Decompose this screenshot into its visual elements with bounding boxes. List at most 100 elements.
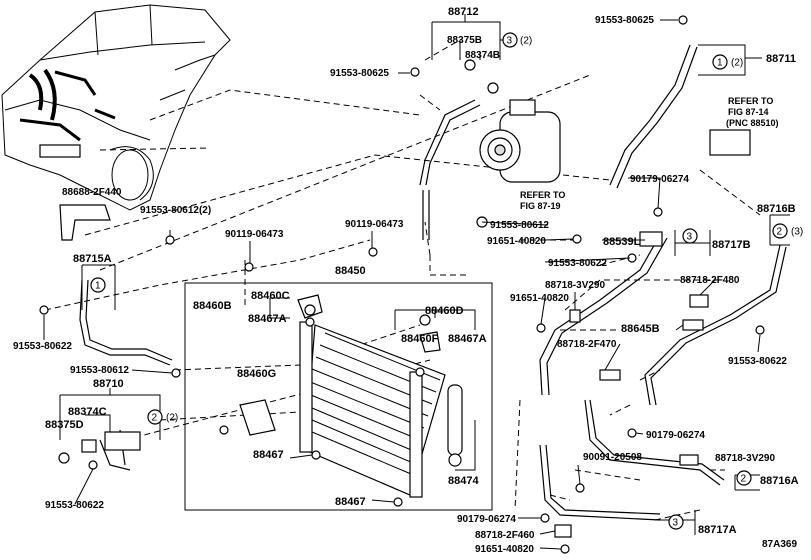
label-90119-06473-left: 90119-06473	[225, 229, 284, 240]
label-91553-80625-top: 91553-80625	[595, 15, 654, 26]
label-88716a: 88716A	[760, 475, 799, 487]
label-91651-40820-bottom: 91651-40820	[475, 544, 534, 555]
label-91553-80622-left: 91553-80622	[13, 341, 72, 352]
fasteners	[39, 15, 765, 554]
label-88460f: 88460F	[401, 333, 439, 345]
block-88539l	[639, 231, 663, 247]
label-88718-2f480: 88718-2F480	[680, 275, 740, 286]
callout-2-88710-text: 2	[152, 413, 158, 424]
ref-fig-87-19-line2: FIG 87-19	[520, 201, 561, 211]
evaporator-pipe-block	[709, 129, 751, 156]
label-90179-06274-bottom: 90179-06274	[457, 514, 516, 525]
label-leaders	[43, 19, 761, 550]
clamp-88718-3v290-top	[569, 309, 581, 323]
ref-fig-87-14-line1: REFER TO	[728, 96, 773, 106]
callout-2-88710-qty: (2)	[166, 413, 178, 424]
label-88712: 88712	[448, 6, 479, 18]
label-91553-80622-right: 91553-80622	[728, 356, 787, 367]
label-88375b: 88375B	[447, 35, 482, 46]
label-88374c: 88374C	[68, 406, 107, 418]
label-88467-bottom: 88467	[335, 496, 366, 508]
condenser-core	[299, 321, 446, 498]
bolt-91553-80622	[58, 452, 70, 464]
label-90091-20508: 90091-20508	[583, 452, 642, 463]
ref-fig-87-19-line1: REFER TO	[520, 190, 565, 200]
label-91553-80625-left: 91553-80625	[330, 68, 389, 79]
callout-1-top	[712, 54, 728, 70]
label-88467a-right: 88467A	[448, 333, 487, 345]
label-91553-80612-2: 91553-80612(2)	[140, 205, 211, 216]
callout-2-88716b-qty: (3)	[791, 227, 803, 238]
callout-1-top-qty: (2)	[731, 58, 743, 69]
callout-3-88539l-text: 3	[687, 232, 693, 243]
label-88450: 88450	[335, 265, 366, 277]
callout-3-top-text: 3	[507, 36, 513, 47]
callout-1-top-text: 1	[717, 58, 723, 69]
bracket-88460g	[239, 399, 276, 436]
bracket-88460f	[419, 331, 441, 353]
label-88688-2f440: 88688-2F440	[62, 187, 122, 198]
label-91553-80622-bottom: 91553-80622	[45, 500, 104, 511]
label-88718-2f460: 88718-2F460	[475, 530, 535, 541]
part-labels: 88712 88375B 88374B 91553-80625 88711 91…	[13, 6, 799, 555]
label-88460b: 88460B	[193, 300, 232, 312]
bracket-88688	[59, 204, 111, 241]
label-91553-80612-mid: 91553-80612	[490, 220, 549, 231]
label-88460g: 88460G	[237, 368, 276, 380]
compressor-unit	[479, 99, 561, 183]
label-88710: 88710	[93, 378, 124, 390]
callout-3-88717a	[668, 514, 684, 530]
label-88717b: 88717B	[712, 239, 751, 251]
ref-fig-87-14-line2: FIG 87-14	[728, 107, 769, 117]
callout-2-88716b-text: 2	[777, 227, 783, 238]
clamp-88718-3v290	[679, 454, 699, 466]
clamp-88718-2f460	[554, 524, 572, 538]
label-90179-06274-mid: 90179-06274	[646, 430, 705, 441]
clamp-88718-2f470	[599, 369, 621, 381]
components	[58, 99, 751, 538]
label-88375d: 88375D	[45, 419, 84, 431]
callout-3-88539l	[682, 228, 698, 244]
label-88645b: 88645B	[621, 323, 660, 335]
group-brackets	[59, 14, 790, 535]
o-ring-88375d	[81, 439, 97, 453]
condenser-assembly-frame	[184, 282, 493, 511]
label-88711: 88711	[766, 53, 796, 65]
label-88460c: 88460C	[251, 290, 290, 302]
label-88718-3v290-bottom: 88718-3V290	[715, 453, 775, 464]
callout-circles: 3 (2) 1 (2) 3 2 (3) 1 2 (2) 2 3	[90, 32, 803, 530]
figure-id: 87A369	[762, 539, 797, 550]
label-88716b: 88716B	[757, 203, 796, 215]
label-88539l: 88539L	[603, 236, 641, 248]
callout-2-88710	[147, 409, 163, 425]
label-88374b: 88374B	[465, 50, 500, 61]
label-88460d: 88460D	[425, 305, 464, 317]
receiver-dryer	[447, 384, 463, 456]
callout-2-88716b	[772, 223, 788, 239]
label-88718-2f470: 88718-2F470	[557, 339, 617, 350]
clamp-88718-2f480	[689, 294, 709, 308]
callout-2-88716a	[736, 470, 752, 486]
valve-block-88710	[104, 431, 141, 451]
callout-3-top	[502, 32, 518, 48]
callout-1-88715a-text: 1	[95, 281, 101, 292]
label-91651-40820-mid: 91651-40820	[510, 293, 569, 304]
label-88467-mid: 88467	[253, 449, 284, 461]
vehicle-illustration	[1, 4, 231, 211]
label-90119-06473-right: 90119-06473	[345, 219, 404, 230]
callout-3-top-qty: (2)	[520, 36, 532, 47]
label-88718-3v290-top: 88718-3V290	[545, 280, 605, 291]
clamp-88645b	[682, 319, 704, 331]
label-88467a-left: 88467A	[248, 313, 287, 325]
label-91553-80622-mid: 91553-80622	[548, 258, 607, 269]
callout-3-88717a-text: 3	[673, 518, 679, 529]
label-88474: 88474	[448, 475, 479, 487]
label-91651-40820-top: 91651-40820	[487, 236, 546, 247]
label-91553-80612-bottom: 91553-80612	[70, 365, 129, 376]
callout-2-88716a-text: 2	[741, 474, 747, 485]
label-88717a: 88717A	[698, 524, 737, 536]
callout-1-88715a	[90, 277, 106, 293]
label-88715a: 88715A	[73, 253, 112, 265]
ref-fig-87-14-line3: (PNC 88510)	[726, 118, 779, 128]
